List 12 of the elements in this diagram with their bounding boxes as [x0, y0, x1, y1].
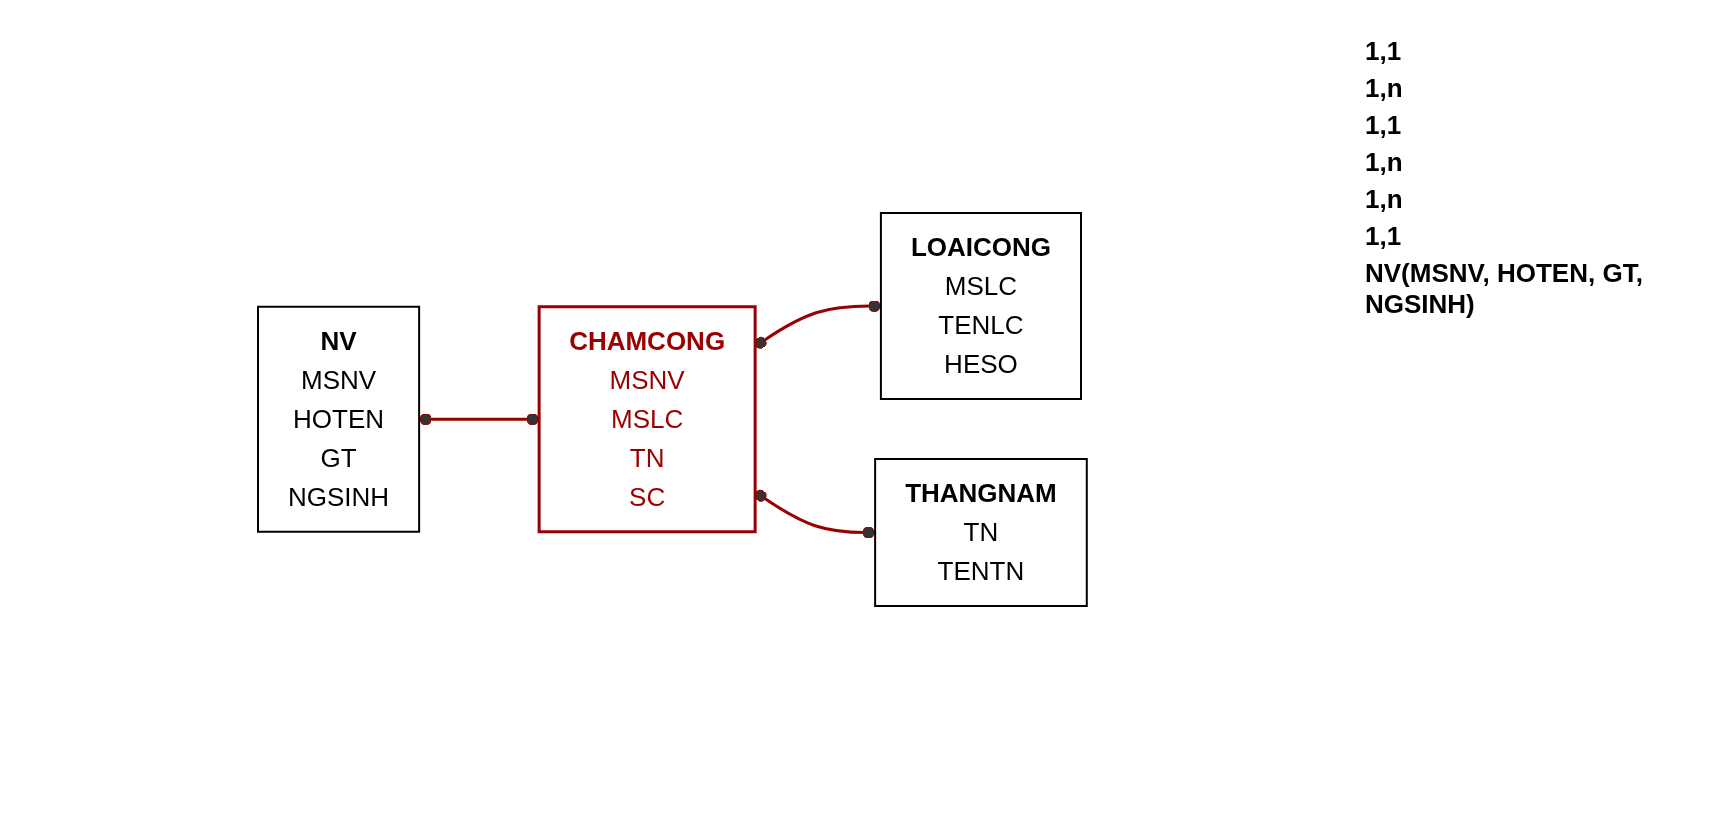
cardinality-label: 1,1 [1365, 36, 1403, 67]
node-box: THANGNAM TN TENTN [874, 457, 1088, 607]
connector [419, 412, 540, 425]
cardinality-label: 1,n [1365, 73, 1404, 104]
node-box: NV MSNV HOTEN GT NGSINH [257, 305, 421, 533]
node-box: LOAICONG MSLC TENLC HESO [880, 211, 1083, 400]
cardinality-label: 1,n [1365, 184, 1404, 215]
node-box: CHAMCONG MSNV MSLC TN SC [537, 304, 757, 533]
cardinality-label: 1,n [1365, 147, 1404, 178]
cardinality-label: NV(MSNV, HOTEN, GT, NGSINH) [1365, 258, 1644, 320]
cardinality-label: 1,1 [1365, 110, 1403, 141]
cardinality-label: 1,1 [1365, 221, 1403, 252]
